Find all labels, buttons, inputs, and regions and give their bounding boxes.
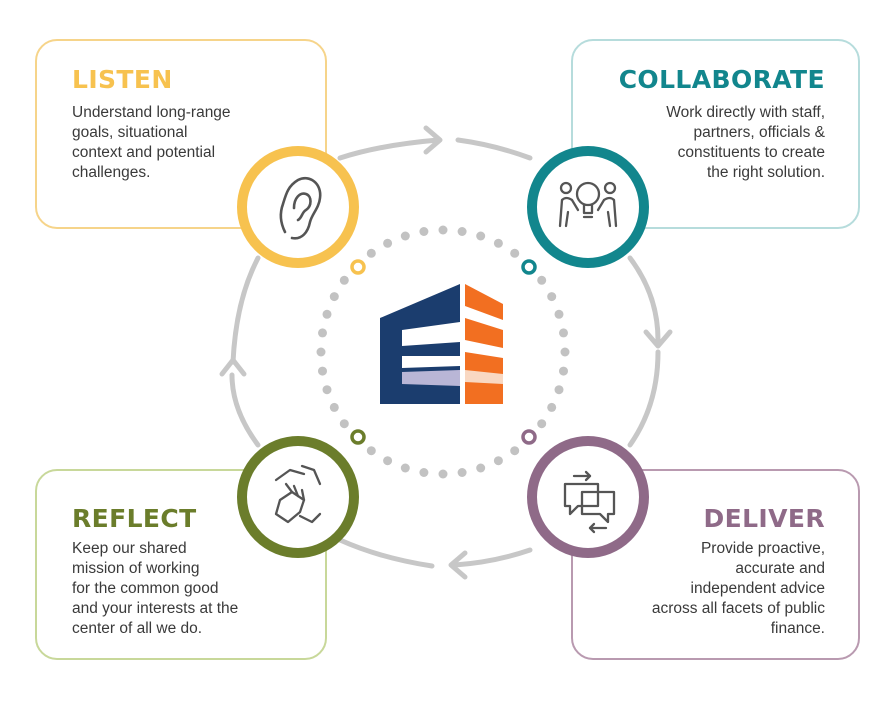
ring-dot	[400, 463, 410, 473]
ring-dot	[476, 463, 486, 473]
ring-dot	[554, 385, 564, 395]
ring-dot	[438, 225, 448, 235]
ring-dot	[476, 231, 486, 241]
listen-card: LISTEN Understand long-range goals, situ…	[35, 39, 327, 229]
ring-dot	[560, 347, 570, 357]
ring-dot	[493, 238, 503, 248]
ring-dot	[322, 309, 332, 319]
ring-dot	[554, 309, 564, 319]
ring-dot	[547, 292, 557, 302]
cycle-arc-right-top	[627, 255, 661, 343]
e-building-logo	[380, 284, 503, 404]
arrow-left-icon	[448, 550, 468, 580]
ring-dot	[318, 328, 327, 338]
ring-dot	[510, 446, 520, 456]
ring-dot	[329, 402, 339, 412]
ring-dot	[400, 231, 410, 241]
ring-dot	[559, 328, 568, 338]
chat-bubbles-icon	[563, 470, 616, 534]
cycle-arc-top-left	[337, 137, 441, 161]
arrow-right-icon	[423, 125, 443, 155]
ring-dot	[322, 385, 332, 395]
ring-dot	[438, 469, 448, 479]
reflect-marker	[350, 429, 366, 445]
reflect-description: Keep our shared mission of working for t…	[72, 540, 239, 637]
reflect-icon-circle	[237, 436, 359, 558]
cycle-arc-left-bottom	[229, 372, 261, 448]
ear-icon	[279, 177, 322, 240]
listen-title: LISTEN	[72, 65, 173, 94]
deliver-description: Provide proactive, accurate and independ…	[651, 540, 825, 637]
ring-dot	[419, 227, 429, 236]
ring-dot	[329, 292, 339, 302]
ring-dot	[316, 347, 326, 357]
ring-dot	[339, 419, 349, 429]
ring-dot	[510, 248, 520, 258]
deliver-icon-circle	[527, 436, 649, 558]
reflect-title: REFLECT	[72, 504, 197, 533]
ring-dot	[493, 456, 503, 466]
ring-dot	[383, 456, 393, 466]
team-lightbulb-icon	[558, 181, 618, 228]
ring-dot	[559, 366, 568, 376]
cycle-arc-bottom-left	[337, 537, 435, 569]
ring-dot	[366, 446, 376, 456]
collaborate-title: COLLABORATE	[618, 65, 825, 94]
ring-markers	[350, 259, 537, 445]
ring-dot	[537, 275, 547, 285]
cycle-arc-top-right	[455, 137, 533, 161]
ring-dot	[318, 366, 327, 376]
ring-dot	[339, 275, 349, 285]
collaborate-icon-circle	[527, 146, 649, 268]
cycle-arrows	[229, 137, 661, 569]
listen-marker	[350, 259, 366, 275]
arrow-up-icon	[219, 357, 247, 377]
listen-description: Understand long-range goals, situational…	[72, 104, 231, 181]
ring-dot	[537, 419, 547, 429]
joined-hands-icon	[274, 464, 322, 524]
deliver-title: DELIVER	[703, 504, 825, 533]
ring-dot	[457, 468, 467, 477]
listen-icon-circle	[237, 146, 359, 268]
ring-dot	[419, 468, 429, 477]
deliver-marker	[521, 429, 537, 445]
cycle-arc-right-bottom	[627, 349, 661, 448]
ring-dot	[366, 248, 376, 258]
ring-dot	[457, 227, 467, 236]
cycle-arrowheads	[219, 125, 673, 580]
collaborate-marker	[521, 259, 537, 275]
collaborate-description: Work directly with staff, partners, offi…	[666, 104, 825, 181]
ring-dot	[547, 402, 557, 412]
cycle-arc-bottom-right	[452, 547, 533, 568]
ring-dot	[383, 238, 393, 248]
arrow-down-icon	[643, 329, 673, 349]
cycle-arc-left-top	[230, 255, 261, 365]
